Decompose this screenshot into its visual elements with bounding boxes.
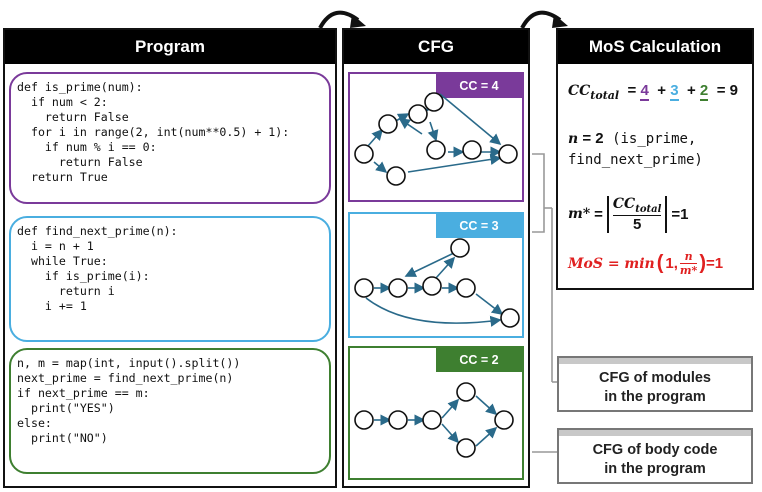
cc-value-blue: 3: [670, 82, 679, 101]
cfg-graph-drawing: [354, 382, 514, 458]
code-text: n, m = map(int, input().split()) next_pr…: [17, 356, 241, 445]
code-text: def is_prime(num): if num < 2: return Fa…: [17, 80, 290, 184]
transition-arrow-icon: [520, 10, 568, 30]
n-symbol: n: [568, 131, 579, 147]
label-line1: CFG of body code: [592, 442, 718, 458]
cc-badge: CC = 4: [436, 74, 522, 98]
mstar-cc-symbol: CC: [612, 196, 636, 212]
mstar-symbol: m*: [568, 206, 591, 223]
mos-title: MoS Calculation: [558, 30, 752, 64]
label-strip: [559, 358, 751, 364]
transition-arrow-icon: [318, 10, 366, 30]
cc-badge: CC = 3: [436, 214, 522, 238]
cc-value-purple: 4: [640, 82, 649, 101]
cfg-graph-main: CC = 2: [348, 346, 524, 480]
cfg-graph-drawing: [354, 238, 520, 328]
cc-total-formula: CCtotal = 4 + 3 + 2 = 9: [568, 82, 738, 102]
cfg-graph-find-next-prime: CC = 3: [348, 212, 524, 338]
code-text: def find_next_prime(n): i = n + 1 while …: [17, 224, 178, 313]
label-cfg-body: CFG of body code in the program: [557, 428, 753, 484]
mos-formula: MoS = min (1, n m* ) = 1: [568, 250, 724, 277]
label-strip: [559, 430, 751, 436]
label-cfg-modules: CFG of modules in the program: [557, 356, 753, 412]
program-panel: Program def is_prime(num): if num < 2: r…: [3, 28, 337, 488]
program-title: Program: [5, 30, 335, 64]
mos-value: 1: [714, 255, 724, 272]
cc-symbol: CC: [568, 83, 591, 99]
code-block-find-next-prime: def find_next_prime(n): i = n + 1 while …: [9, 216, 331, 342]
code-block-is-prime: def is_prime(num): if num < 2: return Fa…: [9, 72, 331, 204]
cc-subscript: total: [590, 88, 620, 102]
cfg-graph-is-prime: CC = 4: [348, 72, 524, 202]
mos-panel: MoS Calculation CCtotal = 4 + 3 + 2 = 9 …: [556, 28, 754, 290]
cfg-panel: CFG CC = 4: [342, 28, 530, 488]
cc-badge: CC = 2: [436, 348, 522, 372]
n-formula: n = 2 (is_prime,: [568, 130, 697, 147]
mstar-value: 1: [680, 205, 689, 223]
mstar-denominator: 5: [632, 215, 642, 233]
n-modules-line2: find_next_prime): [568, 152, 703, 168]
n-modules-line1: (is_prime,: [612, 131, 697, 147]
label-line1: CFG of modules: [599, 370, 711, 386]
cc-value-green: 2: [699, 82, 709, 101]
connector-lines: [532, 153, 558, 453]
mos-denominator: m*: [679, 264, 698, 277]
code-block-main: n, m = map(int, input().split()) next_pr…: [9, 348, 331, 474]
label-line2: in the program: [604, 389, 706, 405]
cc-sum: 9: [729, 82, 738, 99]
cfg-graph-drawing: [354, 92, 518, 186]
mos-symbol: MoS = min: [568, 255, 655, 272]
mos-numerator: n: [679, 250, 698, 264]
label-line2: in the program: [604, 461, 706, 477]
cfg-title: CFG: [344, 30, 528, 64]
mstar-cc-subscript: total: [635, 203, 662, 215]
n-value: 2: [595, 130, 604, 147]
mstar-formula: m* = CCtotal 5 = 1: [568, 196, 689, 233]
